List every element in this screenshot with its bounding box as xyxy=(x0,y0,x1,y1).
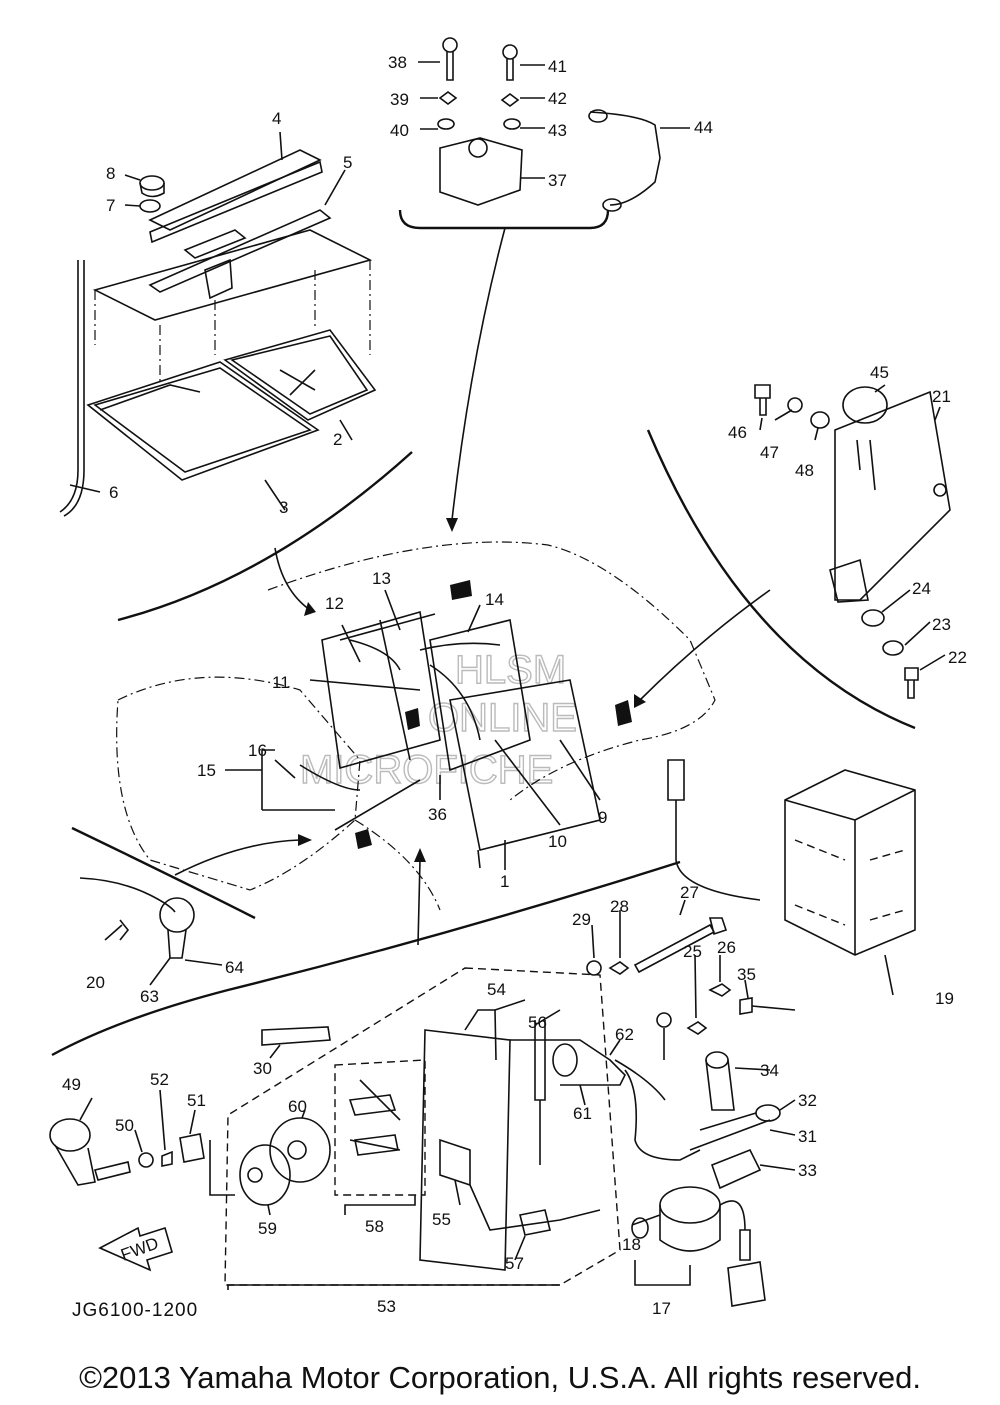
callout-51: 51 xyxy=(187,1091,206,1110)
callout-63: 63 xyxy=(140,987,159,1006)
leader-arrows xyxy=(174,227,771,946)
direction-arrow-label: FWD xyxy=(118,1234,161,1265)
hardware-parts xyxy=(586,917,796,1190)
callout-41: 41 xyxy=(548,57,567,76)
callout-58: 58 xyxy=(365,1217,384,1236)
callout-32: 32 xyxy=(798,1091,817,1110)
callout-27: 27 xyxy=(680,883,699,902)
callout-60: 60 xyxy=(288,1097,307,1116)
callout-8: 8 xyxy=(106,164,115,183)
watermark: HLSM ONLINE MICROFICHE xyxy=(299,647,577,792)
callout-46: 46 xyxy=(728,423,747,442)
callout-35: 35 xyxy=(737,965,756,984)
controls-assembly xyxy=(224,967,701,1286)
copyright-notice: ©2013 Yamaha Motor Corporation, U.S.A. A… xyxy=(79,1360,921,1395)
divider-bracket-right xyxy=(646,429,916,730)
bracket-assembly xyxy=(754,384,951,699)
callout-26: 26 xyxy=(717,938,736,957)
callout-3: 3 xyxy=(279,498,288,517)
watermark-line-2: ONLINE xyxy=(428,696,577,740)
watermark-line-3: MICROFICHE xyxy=(300,748,553,792)
callout-1: 1 xyxy=(500,872,509,891)
callout-21: 21 xyxy=(932,387,951,406)
callout-44: 44 xyxy=(694,118,713,137)
callout-29: 29 xyxy=(572,910,591,929)
callout-11: 11 xyxy=(272,673,290,692)
callout-16: 16 xyxy=(248,741,267,760)
callout-61: 61 xyxy=(573,1104,592,1123)
callout-15: 15 xyxy=(197,761,216,780)
callout-52: 52 xyxy=(150,1070,169,1089)
callout-18: 18 xyxy=(622,1235,641,1254)
callout-54: 54 xyxy=(487,980,506,999)
callout-49: 49 xyxy=(62,1075,81,1094)
callout-25: 25 xyxy=(683,942,702,961)
divider-wire-left xyxy=(71,826,256,920)
callout-47: 47 xyxy=(760,443,779,462)
callout-5: 5 xyxy=(343,153,352,172)
callout-39: 39 xyxy=(390,90,409,109)
divider-battery-box xyxy=(117,451,413,622)
drawing-number: JG6100-1200 xyxy=(72,1300,199,1321)
callout-62: 62 xyxy=(615,1025,634,1044)
charger-assembly xyxy=(667,759,916,956)
callout-42: 42 xyxy=(548,89,567,108)
callout-53: 53 xyxy=(377,1297,396,1316)
callout-22: 22 xyxy=(948,648,967,667)
callout-17: 17 xyxy=(652,1299,671,1318)
callout-9: 9 xyxy=(598,808,607,827)
callout-40: 40 xyxy=(390,121,409,140)
callout-50: 50 xyxy=(115,1116,134,1135)
callout-2: 2 xyxy=(333,430,342,449)
lever-assembly xyxy=(49,1118,205,1186)
callout-20: 20 xyxy=(86,973,105,992)
callout-64: 64 xyxy=(225,958,244,977)
callout-13: 13 xyxy=(372,569,391,588)
callout-37: 37 xyxy=(548,171,567,190)
callout-45: 45 xyxy=(870,363,889,382)
callout-30: 30 xyxy=(253,1059,272,1078)
divider-motor-top xyxy=(398,209,610,230)
callout-56: 56 xyxy=(528,1013,547,1032)
callout-33: 33 xyxy=(798,1161,817,1180)
callout-12: 12 xyxy=(325,594,344,613)
callout-43: 43 xyxy=(548,121,567,140)
callout-7: 7 xyxy=(106,196,115,215)
callout-4: 4 xyxy=(272,109,281,128)
callout-48: 48 xyxy=(795,461,814,480)
section-dividers xyxy=(51,209,916,1057)
callout-19: 19 xyxy=(935,989,954,1008)
watermark-line-1: HLSM xyxy=(455,648,566,692)
callout-55: 55 xyxy=(432,1210,451,1229)
callout-6: 6 xyxy=(109,483,118,502)
label-leaders xyxy=(69,61,946,1290)
callout-38: 38 xyxy=(388,53,407,72)
part-number-labels: 38 41 39 42 40 43 37 44 4 5 8 7 2 3 6 45… xyxy=(62,53,967,1318)
callout-34: 34 xyxy=(760,1061,779,1080)
vehicle-body xyxy=(116,541,716,911)
wire-harness xyxy=(79,877,195,959)
callout-36: 36 xyxy=(428,805,447,824)
callout-28: 28 xyxy=(610,897,629,916)
key-switch-assembly xyxy=(631,1186,766,1307)
motor-assembly xyxy=(437,37,661,212)
divider-controls xyxy=(51,860,681,1057)
callout-10: 10 xyxy=(548,832,567,851)
callout-31: 31 xyxy=(798,1127,817,1146)
direction-arrow: FWD xyxy=(98,1226,173,1272)
callout-23: 23 xyxy=(932,615,951,634)
battery-hold-down-assembly xyxy=(59,149,377,517)
callout-57: 57 xyxy=(505,1254,524,1273)
callout-14: 14 xyxy=(485,590,504,609)
callout-24: 24 xyxy=(912,579,931,598)
callout-59: 59 xyxy=(258,1219,277,1238)
